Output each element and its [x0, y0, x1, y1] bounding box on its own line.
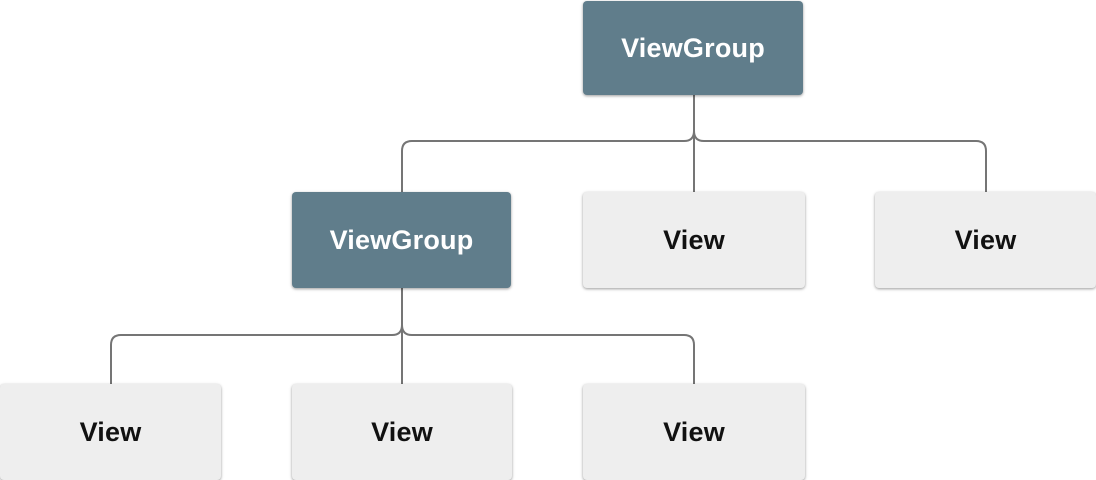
node-root-viewgroup: ViewGroup [583, 1, 803, 95]
connector-rail1-left-branch [401, 130, 695, 192]
node-child-view-2-label: View [954, 224, 1017, 255]
node-root-viewgroup-label: ViewGroup [621, 32, 765, 63]
node-leaf-view-2-label: View [371, 416, 433, 447]
node-leaf-view-1-label: View [79, 416, 142, 447]
node-leaf-view-2: View [292, 384, 512, 480]
node-leaf-view-1: View [0, 384, 221, 480]
connector-rail2-right-branch [401, 324, 695, 384]
connector-rail1-right-branch [693, 130, 987, 192]
node-leaf-view-3-label: View [663, 416, 725, 447]
node-child-viewgroup-label: ViewGroup [329, 224, 474, 255]
node-child-viewgroup: ViewGroup [292, 192, 511, 288]
node-child-view-1-label: View [663, 224, 725, 255]
node-child-view-2: View [875, 192, 1096, 288]
connector-rail2-left-branch [110, 324, 403, 384]
node-child-view-1: View [583, 192, 805, 288]
node-leaf-view-3: View [583, 384, 805, 480]
